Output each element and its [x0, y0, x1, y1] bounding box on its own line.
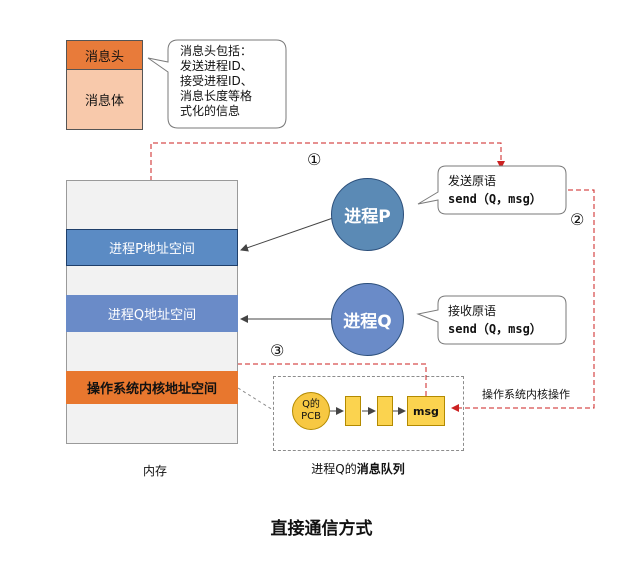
note-line: 消息长度等格: [180, 89, 253, 103]
receive-primitive: 接收原语 send（Q，msg）: [448, 304, 564, 337]
process-p-address-space: 进程P地址空间: [66, 229, 238, 266]
note-line: 接受进程ID、: [180, 74, 253, 88]
process-q-address-space: 进程Q地址空间: [66, 295, 238, 332]
queue-label-prefix: 进程Q的: [311, 462, 357, 476]
pcb-line1: Q的: [302, 399, 320, 410]
note-line: 发送进程ID、: [180, 59, 253, 73]
kernel-address-space: 操作系统内核地址空间: [66, 371, 238, 404]
step-one-label: ①: [307, 150, 322, 169]
receive-title: 接收原语: [448, 304, 497, 318]
memory-label: 内存: [142, 464, 167, 478]
arrow-p-to-space: [240, 217, 334, 252]
q-pcb-node: Q的 PCB: [292, 392, 330, 430]
step-three-label: ③: [270, 341, 285, 360]
message-queue-box: [273, 376, 464, 451]
kernel-queue-link: [237, 387, 274, 411]
receive-call: send（Q，msg）: [448, 322, 542, 336]
message-note: 消息头包括： 发送进程ID、 接受进程ID、 消息长度等格 式化的信息: [180, 44, 284, 119]
queue-label: 进程Q的消息队列: [288, 460, 428, 477]
process-q-node: 进程Q: [331, 283, 404, 356]
diagram-title: 直接通信方式: [270, 519, 373, 539]
send-callout: [417, 165, 567, 215]
message-body-block: 消息体: [66, 70, 143, 130]
send-primitive: 发送原语 send（Q，msg）: [448, 174, 564, 207]
note-line: 消息头包括：: [180, 44, 253, 58]
message-header-block: 消息头: [66, 40, 143, 70]
note-line: 式化的信息: [180, 104, 241, 118]
process-p-node: 进程P: [331, 178, 404, 251]
queue-msg-text: msg: [413, 404, 439, 418]
queue-msg-item: msg: [407, 396, 445, 426]
receive-callout: [416, 295, 567, 345]
note-callout: [147, 39, 287, 129]
step-two-label: ②: [570, 210, 585, 229]
send-call: send（Q，msg）: [448, 192, 542, 206]
kernel-op-label: 操作系统内核操作: [482, 388, 570, 401]
step2-path: [451, 189, 595, 412]
pcb-line2: PCB: [301, 411, 321, 422]
queue-label-bold: 消息队列: [356, 462, 405, 476]
queue-item: [345, 396, 361, 426]
queue-item: [377, 396, 393, 426]
send-title: 发送原语: [448, 174, 497, 188]
